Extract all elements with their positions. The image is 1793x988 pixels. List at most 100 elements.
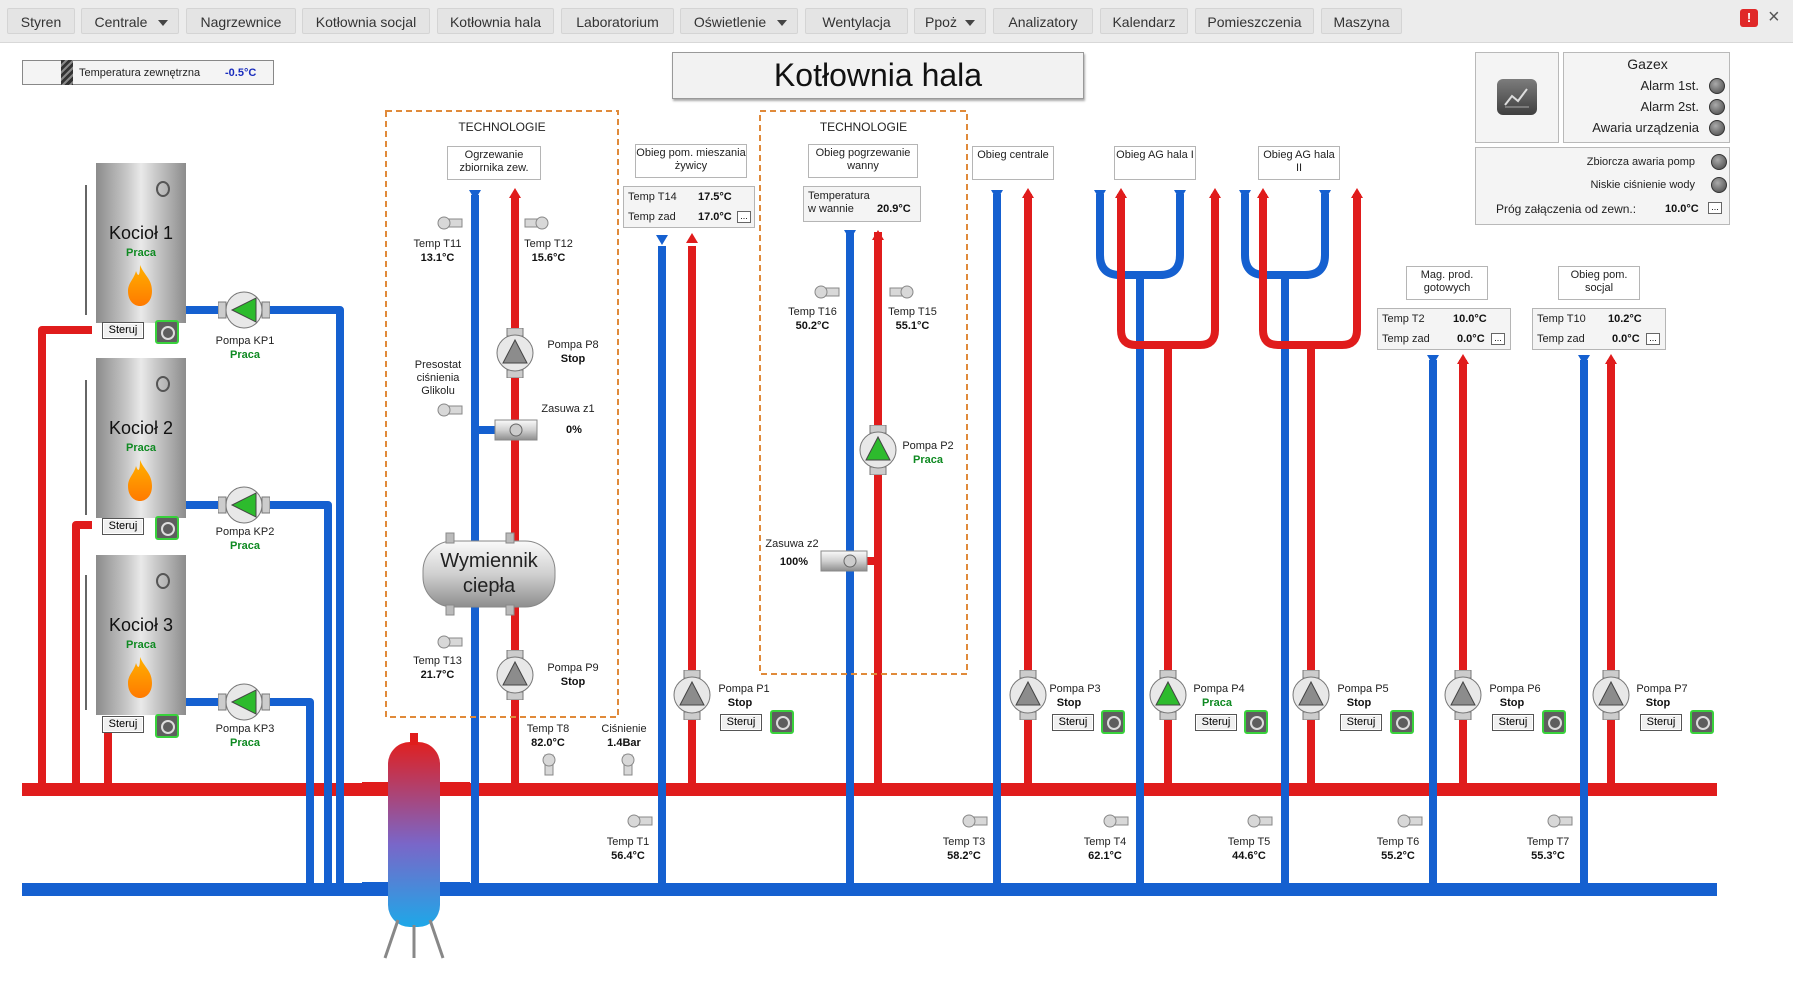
circuit-centrale-header: Obieg centrale bbox=[972, 146, 1054, 180]
pump-p2-icon[interactable] bbox=[857, 425, 899, 475]
boiler-3-name: Kocioł 3 bbox=[108, 615, 174, 635]
pump-p3-state: Stop bbox=[1056, 697, 1082, 709]
pump-p1-control-icon[interactable] bbox=[770, 710, 794, 734]
pump-p6-control-icon[interactable] bbox=[1542, 710, 1566, 734]
tech1-header-box: Ogrzewanie zbiornika zew. bbox=[447, 146, 541, 180]
valve-z1-label: Zasuwa z1 bbox=[541, 403, 595, 415]
valve-z1-value: 0% bbox=[566, 424, 582, 436]
boiler-2-control-icon[interactable] bbox=[155, 516, 179, 540]
socjal-setpoint-edit-button[interactable]: ... bbox=[1646, 333, 1660, 345]
low-pressure-label: Niskie ciśnienie wody bbox=[1590, 179, 1695, 191]
boiler-3: Kocioł 3 Praca bbox=[96, 555, 186, 715]
system-status-panel: Zbiorcza awaria pomp Niskie ciśnienie wo… bbox=[1475, 147, 1730, 225]
circuit-mag-header: Mag. prod. gotowych bbox=[1406, 266, 1488, 300]
gazex-fault-label: Awaria urządzenia bbox=[1592, 120, 1699, 135]
pressure-value: 1.4Bar bbox=[607, 737, 641, 749]
t6-value: 55.2°C bbox=[1381, 850, 1415, 862]
t2-value: 10.0°C bbox=[1453, 313, 1487, 325]
t6-label: Temp T6 bbox=[1376, 836, 1420, 848]
threshold-edit-button[interactable]: ... bbox=[1708, 202, 1722, 214]
tab-ppoz[interactable]: Ppoż bbox=[914, 8, 986, 34]
pump-p3-control-icon[interactable] bbox=[1101, 710, 1125, 734]
mag-setpoint-edit-button[interactable]: ... bbox=[1491, 333, 1505, 345]
gazex-alarm2-label: Alarm 2st. bbox=[1640, 99, 1699, 114]
pump-p1-icon[interactable] bbox=[671, 670, 713, 720]
radiator-icon bbox=[61, 60, 73, 85]
page-title: Kotłownia hala bbox=[672, 52, 1084, 99]
tab-laboratorium[interactable]: Laboratorium bbox=[561, 8, 674, 34]
pump-p3-name: Pompa P3 bbox=[1049, 683, 1101, 695]
tab-kalendarz[interactable]: Kalendarz bbox=[1100, 8, 1188, 34]
pump-kp3-state: Praca bbox=[230, 737, 260, 749]
pump-p5-name: Pompa P5 bbox=[1337, 683, 1389, 695]
technologie-frame-2 bbox=[759, 110, 968, 675]
tab-oswietlenie[interactable]: Oświetlenie bbox=[680, 8, 798, 34]
boiler-3-state: Praca bbox=[126, 639, 156, 651]
pump-kp1-state: Praca bbox=[230, 349, 260, 361]
tank-temperature-label: Temperatura w wannie bbox=[808, 190, 870, 215]
t15-value: 55.1°C bbox=[895, 320, 930, 332]
socjal-setpoint-label: Temp zad bbox=[1537, 333, 1585, 345]
circuit-ag-hala-2-header: Obieg AG hala II bbox=[1258, 146, 1340, 180]
pump-p4-state: Praca bbox=[1202, 697, 1232, 709]
t14-label: Temp T14 bbox=[628, 191, 677, 203]
pump-p6-icon[interactable] bbox=[1442, 670, 1484, 720]
t12-label: Temp T12 bbox=[524, 238, 573, 250]
pump-p1-name: Pompa P1 bbox=[718, 683, 770, 695]
tab-pomieszczenia[interactable]: Pomieszczenia bbox=[1195, 8, 1314, 34]
pump-p3-icon[interactable] bbox=[1007, 670, 1049, 720]
pump-p5-control-icon[interactable] bbox=[1390, 710, 1414, 734]
pump-p1-steruj-button[interactable]: Steruj bbox=[720, 714, 762, 731]
tank-temperature-readout: Temperatura w wannie 20.9°C bbox=[803, 186, 921, 222]
pump-p7-icon[interactable] bbox=[1590, 670, 1632, 720]
pump-kp3-icon[interactable] bbox=[218, 682, 270, 722]
pump-p7-control-icon[interactable] bbox=[1690, 710, 1714, 734]
t2-label: Temp T2 bbox=[1382, 313, 1425, 325]
tab-styren[interactable]: Styren bbox=[7, 8, 75, 34]
t10-label: Temp T10 bbox=[1537, 313, 1586, 325]
tab-analizatory[interactable]: Analizatory bbox=[993, 8, 1093, 34]
t14-value: 17.5°C bbox=[698, 191, 732, 203]
pump-p4-icon[interactable] bbox=[1147, 670, 1189, 720]
pump-p3-steruj-button[interactable]: Steruj bbox=[1052, 714, 1094, 731]
pump-p4-steruj-button[interactable]: Steruj bbox=[1195, 714, 1237, 731]
pump-p4-name: Pompa P4 bbox=[1193, 683, 1245, 695]
boiler-1-steruj-button[interactable]: Steruj bbox=[102, 322, 144, 339]
tab-kotlownia-hala[interactable]: Kotłownia hala bbox=[437, 8, 554, 34]
tab-nagrzewnice[interactable]: Nagrzewnice bbox=[186, 8, 296, 34]
close-icon[interactable]: × bbox=[1768, 6, 1780, 28]
pump-kp2-icon[interactable] bbox=[218, 485, 270, 525]
boiler-1-name: Kocioł 1 bbox=[108, 223, 174, 243]
boiler-2-steruj-button[interactable]: Steruj bbox=[102, 518, 144, 535]
pump-p5-steruj-button[interactable]: Steruj bbox=[1340, 714, 1382, 731]
mag-setpoint-label: Temp zad bbox=[1382, 333, 1430, 345]
t4-value: 62.1°C bbox=[1088, 850, 1122, 862]
boiler-1-control-icon[interactable] bbox=[155, 320, 179, 344]
t7-label: Temp T7 bbox=[1526, 836, 1570, 848]
tab-wentylacja[interactable]: Wentylacja bbox=[805, 8, 908, 34]
pump-p4-control-icon[interactable] bbox=[1244, 710, 1268, 734]
pump-p9-name: Pompa P9 bbox=[547, 662, 599, 674]
tab-centrale[interactable]: Centrale bbox=[81, 8, 179, 34]
pump-p5-icon[interactable] bbox=[1290, 670, 1332, 720]
pump-kp1-icon[interactable] bbox=[218, 290, 270, 330]
pump-p8-icon[interactable] bbox=[494, 328, 536, 378]
tab-maszyna[interactable]: Maszyna bbox=[1321, 8, 1402, 34]
mixing-setpoint-edit-button[interactable]: ... bbox=[737, 211, 751, 223]
pump-p9-icon[interactable] bbox=[494, 650, 536, 700]
pump-p7-steruj-button[interactable]: Steruj bbox=[1640, 714, 1682, 731]
boiler-3-steruj-button[interactable]: Steruj bbox=[102, 716, 144, 733]
tech2-header-box: Obieg pogrzewanie wanny bbox=[808, 144, 918, 178]
chart-trend-icon[interactable] bbox=[1497, 79, 1537, 115]
technologie-frame-1 bbox=[385, 110, 619, 718]
tab-kotlownia-socjal[interactable]: Kotłownia socjal bbox=[302, 8, 430, 34]
pump-fault-led bbox=[1711, 154, 1727, 170]
t7-value: 55.3°C bbox=[1531, 850, 1565, 862]
pump-p6-steruj-button[interactable]: Steruj bbox=[1492, 714, 1534, 731]
outdoor-temperature-readout: Temperatura zewnętrzna -0.5°C bbox=[22, 60, 274, 85]
mixing-setpoint-value: 17.0°C bbox=[698, 211, 732, 223]
boiler-3-control-icon[interactable] bbox=[155, 714, 179, 738]
pump-p7-name: Pompa P7 bbox=[1636, 683, 1688, 695]
mag-readout: Temp T2 10.0°C Temp zad 0.0°C ... bbox=[1377, 308, 1511, 350]
alarm-warning-icon[interactable]: ! bbox=[1740, 9, 1758, 27]
